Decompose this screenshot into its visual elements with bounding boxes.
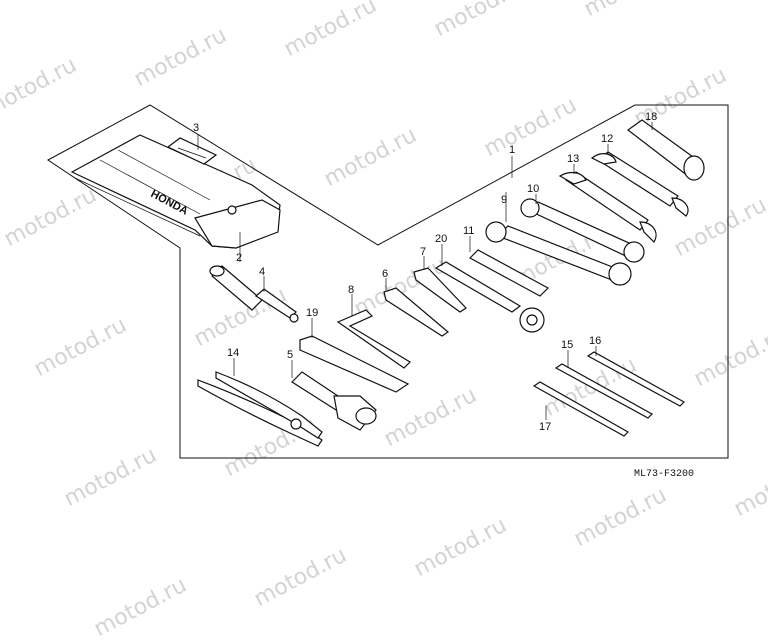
- hex-key-7: [413, 267, 467, 313]
- callout-9: 9: [501, 194, 507, 206]
- screwdriver-bit-16: [586, 351, 685, 407]
- callout-15: 15: [561, 339, 573, 351]
- hex-key-6: [383, 287, 449, 337]
- leader-lines: [197, 122, 653, 420]
- open-end-wrench-12: [590, 151, 689, 217]
- watermark-text: motod.ru: [90, 572, 191, 642]
- flat-wrench: [469, 249, 549, 297]
- socket-wrench: [209, 265, 263, 311]
- callout-8: 8: [348, 284, 354, 296]
- callout-5: 5: [287, 349, 293, 361]
- hex-key-8: [336, 309, 411, 369]
- callout-labels: 1 2 3 4 5 6 7 8 9 10 11 12 13 14 15 16 1…: [193, 111, 657, 433]
- kit-outline: [47, 104, 729, 459]
- callout-19: 19: [306, 307, 318, 319]
- screwdriver-handle: [299, 335, 410, 393]
- callout-16: 16: [589, 335, 601, 347]
- open-end-wrench-13: [558, 171, 657, 243]
- callout-20: 20: [435, 233, 447, 245]
- callout-1: 1: [509, 144, 515, 156]
- pin-spanner: [434, 261, 545, 333]
- callout-18: 18: [645, 111, 657, 123]
- callout-13: 13: [567, 153, 579, 165]
- tool-tag: [166, 137, 218, 165]
- figure-code: ML73-F3200: [634, 469, 694, 480]
- screwdriver-bit-15: [554, 363, 653, 419]
- callout-14: 14: [227, 347, 239, 359]
- combination-wrench-10: [520, 198, 645, 263]
- ring-spanner-9: [485, 221, 632, 286]
- callout-2: 2: [236, 252, 242, 264]
- callout-10: 10: [527, 183, 539, 195]
- callout-11: 11: [463, 225, 474, 237]
- callout-17: 17: [539, 421, 551, 433]
- callout-6: 6: [382, 268, 388, 280]
- pliers: [197, 371, 323, 447]
- callout-12: 12: [601, 133, 613, 145]
- callout-7: 7: [420, 246, 426, 258]
- spark-plug-wrench: [291, 371, 377, 431]
- extension-bar: [255, 288, 299, 323]
- screwdriver-bit-17: [532, 381, 629, 437]
- screwdriver-grip: [626, 119, 705, 181]
- callout-4: 4: [259, 266, 265, 278]
- tool-kit-diagram: HONDA: [47, 104, 729, 480]
- callout-3: 3: [193, 122, 199, 134]
- tool-bag: HONDA: [70, 134, 281, 249]
